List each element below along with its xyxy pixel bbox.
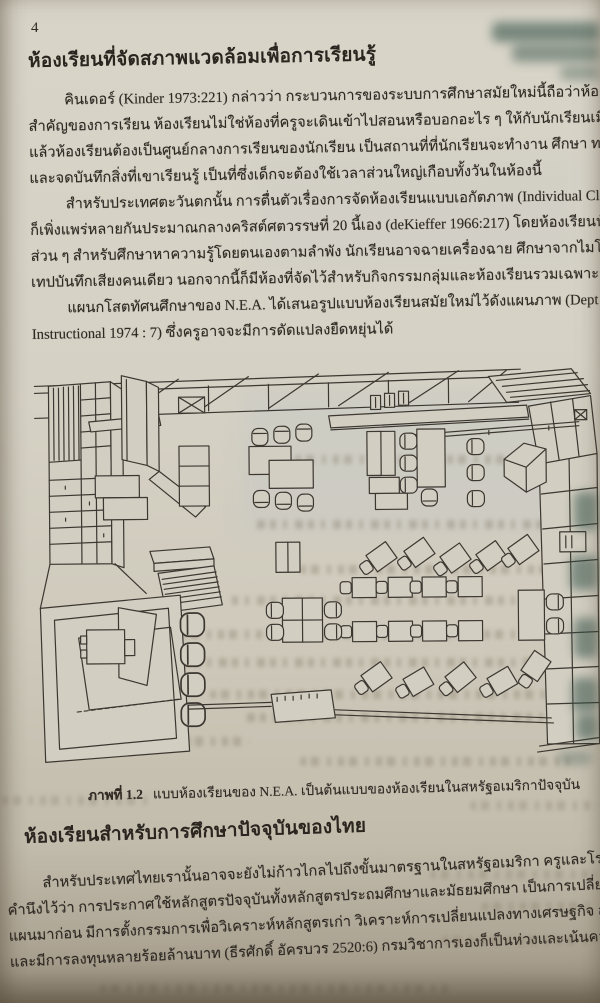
showthrough-artifact (570, 556, 598, 590)
long-table-right (517, 589, 565, 641)
planter-box (270, 689, 336, 723)
section-heading-2: ห้องเรียนสำหรับการศึกษาปัจจุบันของไทย (23, 815, 367, 848)
study-carrel (503, 442, 547, 493)
showthrough-artifact (492, 22, 600, 42)
group-table-six-chairs (178, 423, 315, 512)
whiteboard (328, 404, 530, 429)
showthrough-artifact (574, 618, 598, 658)
showthrough-artifact (574, 492, 598, 530)
showthrough-artifact (210, 690, 570, 699)
figure-classroom-floorplan (28, 364, 600, 769)
showthrough-artifact (572, 678, 598, 712)
showthrough-artifact (442, 936, 596, 945)
floor-rail (188, 689, 554, 724)
showthrough-artifact (430, 870, 596, 879)
four-seat-table (265, 597, 343, 643)
showthrough-artifact (560, 66, 600, 80)
corner-louver-panel (487, 368, 598, 465)
showthrough-artifact (300, 757, 570, 766)
projector (85, 629, 126, 665)
body-text: คินเดอร์ (Kinder 1973:221) กล่าวว่า กระบ… (28, 78, 600, 348)
showthrough-artifact (576, 714, 598, 740)
study-carrel-area (466, 437, 547, 508)
cabinet (178, 445, 211, 507)
wall-cabinet (559, 531, 587, 553)
page-number: 4 (31, 20, 39, 36)
study-table-set (366, 428, 446, 511)
showthrough-artifact (512, 44, 600, 62)
showthrough-artifact (100, 984, 450, 993)
showthrough-artifact (482, 902, 596, 911)
media-booth (39, 563, 207, 763)
figure-caption-text: แบบห้องเรียนของ N.E.A. เป็นต้นแบบของห้อง… (152, 776, 581, 802)
showthrough-artifact (558, 752, 592, 764)
showthrough-artifact (2, 796, 152, 805)
showthrough-artifact (250, 150, 580, 270)
showthrough-artifact (470, 801, 596, 810)
classroom-floorplan (33, 368, 600, 763)
section-heading-1: ห้องเรียนที่จัดสภาพแวดล้อมเพื่อการเรียนร… (27, 44, 377, 72)
